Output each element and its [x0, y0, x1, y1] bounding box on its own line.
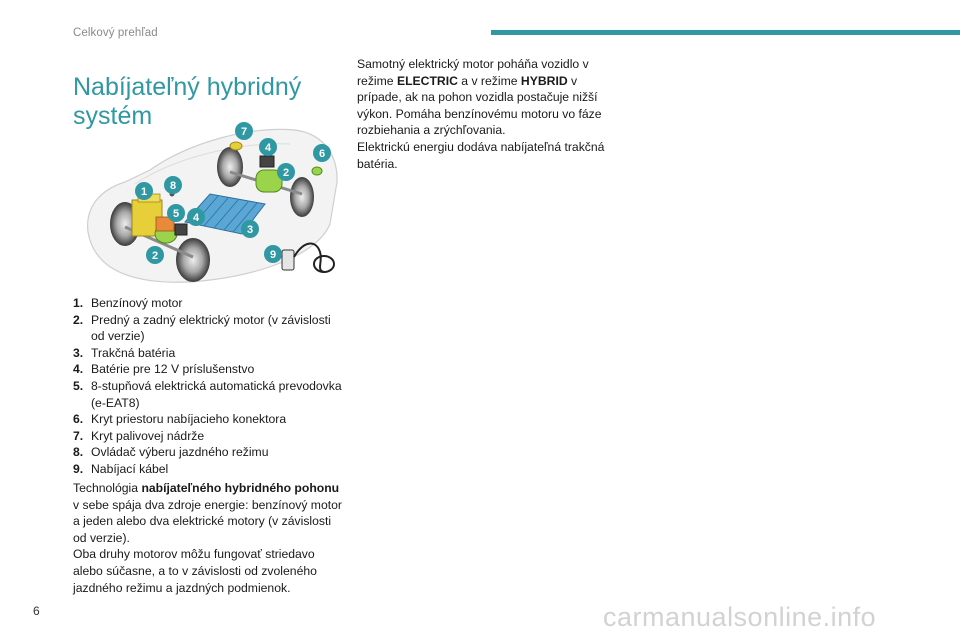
svg-text:8: 8	[170, 180, 176, 192]
callout-2-rear: 2	[277, 163, 295, 181]
legend-item: 7.Kryt palivovej nádrže	[73, 428, 205, 443]
section-header: Celkový prehľad	[73, 27, 158, 39]
callout-3: 3	[241, 220, 259, 238]
paragraph: Oba druhy motorov môžu fungovať striedav…	[73, 547, 317, 595]
paragraph: Technológia nabíjateľného hybridného poh…	[73, 481, 342, 545]
callout-8: 8	[164, 176, 182, 194]
svg-text:7: 7	[241, 126, 247, 138]
page-title: Nabíjateľný hybridný systém	[73, 72, 302, 130]
paragraph: Samotný elektrický motor poháňa vozidlo …	[357, 57, 602, 138]
callout-4-front: 4	[187, 208, 205, 226]
watermark: carmanualsonline.info	[603, 602, 877, 632]
svg-text:3: 3	[247, 224, 253, 236]
component-legend: 1.Benzínový motor 2.Predný a zadný elekt…	[73, 295, 343, 478]
paragraph: Elektrickú energiu dodáva nabíjateľná tr…	[357, 139, 605, 171]
gearbox	[155, 216, 175, 232]
legend-item: 6.Kryt priestoru nabíjacieho konektora	[73, 412, 287, 427]
svg-text:2: 2	[283, 167, 289, 179]
callout-5: 5	[167, 204, 185, 222]
rear-right-wheel	[290, 177, 314, 217]
legend-item: 4.Batérie pre 12 V príslušenstvo	[73, 362, 255, 377]
svg-text:2: 2	[152, 250, 158, 262]
fuel-flap	[229, 141, 243, 151]
rear-left-wheel	[217, 147, 243, 187]
charging-flap	[311, 166, 323, 176]
legend-item: 3.Trakčná batéria	[73, 345, 176, 360]
front-right-wheel	[176, 238, 210, 282]
svg-text:4: 4	[193, 212, 200, 224]
hybrid-technology-description: Technológia nabíjateľného hybridného poh…	[73, 480, 345, 596]
svg-text:1: 1	[141, 186, 147, 198]
electric-motor-description: Samotný elektrický motor poháňa vozidlo …	[357, 56, 612, 172]
12v-battery-front	[174, 223, 188, 236]
rear-electric-motor	[255, 169, 283, 193]
12v-battery-rear	[259, 155, 275, 168]
callout-2-front: 2	[146, 246, 164, 264]
svg-text:6: 6	[319, 148, 325, 160]
legend-item: 5.8-stupňová elektrická automatická prev…	[73, 378, 342, 410]
callout-1: 1	[135, 182, 153, 200]
callout-9: 9	[264, 245, 282, 263]
hybrid-system-diagram: 1 2 2 3 4 4 5 6 7 8 9	[87, 122, 338, 283]
svg-text:5: 5	[173, 208, 179, 220]
legend-item: 2.Predný a zadný elektrický motor (v záv…	[73, 312, 331, 344]
legend-item: 9.Nabíjací kábel	[73, 461, 169, 476]
page-number: 6	[33, 604, 40, 618]
legend-item: 8.Ovládač výberu jazdného režimu	[73, 445, 269, 460]
callout-7: 7	[235, 122, 253, 140]
callout-6: 6	[313, 144, 331, 162]
legend-item: 1.Benzínový motor	[73, 296, 183, 310]
svg-text:9: 9	[270, 249, 276, 261]
charging-cable	[281, 242, 335, 273]
svg-text:4: 4	[265, 142, 272, 154]
callout-4-rear: 4	[259, 138, 277, 156]
section-accent-bar	[491, 30, 960, 35]
